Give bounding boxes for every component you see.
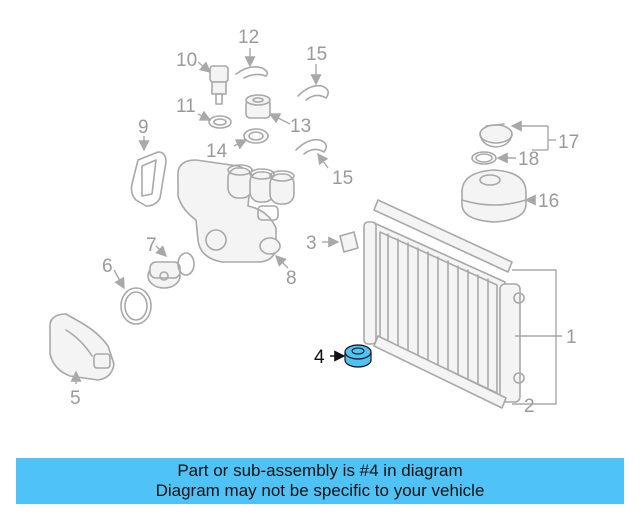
banner-line-disclaimer: Diagram may not be specific to your vehi…: [155, 481, 485, 500]
hose-clip-lower: [295, 138, 328, 155]
retaining-clip: [235, 66, 269, 79]
callout-6: 6: [102, 256, 113, 277]
callout-18: 18: [518, 149, 539, 170]
hose-clip-upper: [297, 84, 330, 101]
callout-8: 8: [286, 268, 297, 289]
callout-11: 11: [176, 96, 196, 117]
banner-line-part: Part or sub-assembly is #4 in diagram: [177, 461, 463, 480]
thermostat-housing: [177, 159, 295, 263]
temp-sensor: [209, 65, 229, 105]
plug-o-ring: [243, 128, 269, 144]
o-ring: [120, 287, 152, 325]
callout-2: 2: [524, 396, 535, 417]
callout-13: 13: [290, 116, 311, 137]
callout-7: 7: [146, 235, 157, 256]
tank-cap: [479, 123, 513, 148]
callout-15a: 15: [306, 44, 327, 65]
callout-1: 1: [566, 327, 577, 348]
sealing-plug: [245, 94, 271, 119]
callout-10: 10: [176, 50, 197, 71]
rubber-mount-highlighted: [344, 344, 372, 368]
callout-16: 16: [538, 191, 559, 212]
housing-gasket: [130, 151, 167, 207]
expansion-tank: [461, 169, 527, 223]
cap-seal: [471, 151, 497, 165]
parts-diagram: 1 2 3 4 5 6 7 8 9 10 11 12 13 14 15 15 1…: [49, 27, 579, 417]
callout-15b: 15: [332, 168, 353, 189]
info-banner: Part or sub-assembly is #4 in diagram Di…: [16, 458, 624, 504]
coolant-flange: [49, 313, 115, 381]
callout-4: 4: [314, 347, 325, 368]
radiator-upper-strip: [373, 199, 513, 273]
thermostat: [147, 252, 195, 289]
callout-5: 5: [70, 388, 81, 409]
sensor-washer: [208, 115, 232, 129]
callout-12: 12: [238, 27, 259, 48]
callout-3: 3: [306, 233, 317, 254]
radiator-lower-strip: [373, 335, 507, 409]
callout-9: 9: [138, 117, 149, 138]
callout-14: 14: [206, 141, 228, 162]
mount-bracket: [339, 231, 359, 253]
callout-17: 17: [558, 132, 579, 153]
